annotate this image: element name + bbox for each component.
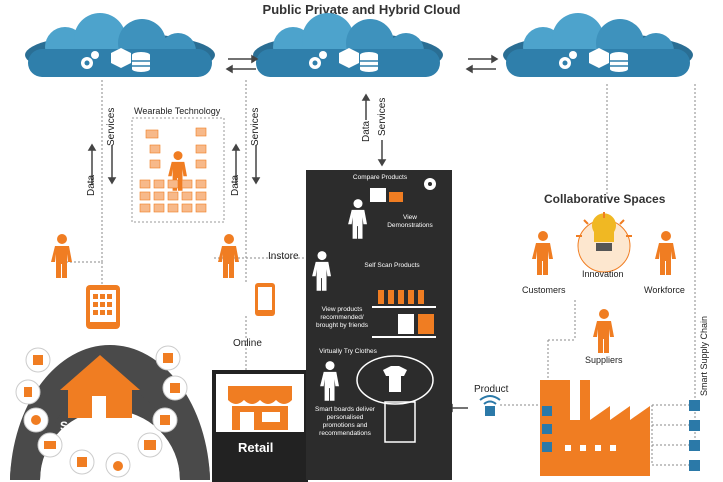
data-label-left: Data [86,174,97,196]
self-scan-products: Self Scan Products [364,262,420,269]
collab-title: Collaborative Spaces [544,192,666,206]
services-label-center: Services [377,97,388,136]
compare-products: Compare Products [352,174,408,181]
view-demonstrations: View Demonstrations [387,214,433,229]
diagram-title: Public Private and Hybrid Cloud [262,2,461,17]
services-label-left: Services [106,107,117,146]
product-label: Product [474,384,509,395]
innovation-label: Innovation [582,269,624,279]
cloud-right [503,13,693,77]
suppliers-person [593,309,614,353]
smart-home-label: Smart Home [60,419,131,433]
virtually-try-clothes: Virtually Try Clothes [319,348,377,355]
wearable-title: Wearable Technology [134,106,221,116]
home-person [51,234,72,278]
retail-label: Retail [238,440,274,455]
online-label: Online [233,338,262,349]
customers-person [532,231,553,275]
supply-chain-label: Smart Supply Chain [699,315,709,396]
view-products-recommended: View products recommended/ brought by fr… [315,306,369,329]
workforce-person [655,231,676,275]
smart-boards-text: Smart boards deliver personalised promot… [315,406,375,437]
cloud-center [253,13,443,77]
suppliers-label: Suppliers [585,355,623,365]
lightbulb-icon [592,213,616,242]
cloud-left [25,13,215,77]
data-label-center: Data [361,120,372,142]
instore-person [218,234,239,278]
customers-label: Customers [522,285,566,295]
services-label-mid: Services [250,107,261,146]
data-label-mid: Data [230,174,241,196]
factory-icon [540,380,650,476]
workforce-label: Workforce [644,285,685,295]
house-icon [60,355,140,418]
wifi-icon [479,395,501,405]
instore-label: Instore [268,251,299,262]
